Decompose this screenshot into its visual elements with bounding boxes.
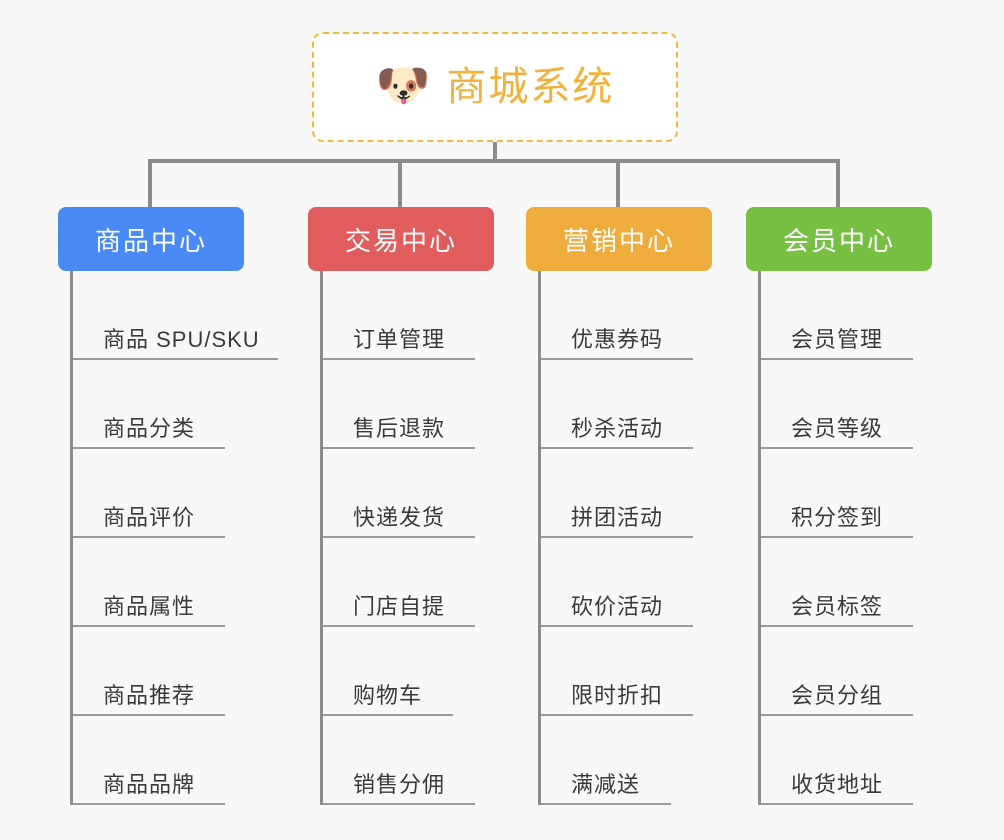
leaf-item-label: 门店自提 <box>353 594 446 619</box>
leaf-item-label: 购物车 <box>353 683 423 708</box>
leaf-item-label: 商品品牌 <box>103 772 196 797</box>
leaf-item-label: 积分签到 <box>791 505 884 530</box>
category-column-marketing-center: 营销中心优惠券码秒杀活动拼团活动砍价活动限时折扣满减送 <box>526 207 712 805</box>
leaf-item[interactable]: 会员管理 <box>761 271 932 360</box>
leaf-item-label: 商品分类 <box>103 416 196 441</box>
leaf-item-underline <box>73 358 278 360</box>
leaf-item-label: 商品属性 <box>103 594 196 619</box>
leaf-item-label: 限时折扣 <box>571 683 664 708</box>
root-node[interactable]: 🐶 商城系统 <box>312 32 678 142</box>
root-stem-connector <box>493 142 497 163</box>
leaf-item[interactable]: 拼团活动 <box>541 449 712 538</box>
leaf-item-underline <box>323 803 475 805</box>
leaf-item-underline <box>541 714 693 716</box>
leaf-item-underline <box>73 714 225 716</box>
leaf-item[interactable]: 商品 SPU/SKU <box>73 271 278 360</box>
leaf-item[interactable]: 商品分类 <box>73 360 244 449</box>
leaf-item[interactable]: 会员分组 <box>761 627 932 716</box>
leaf-item-label: 商品 SPU/SKU <box>103 327 260 352</box>
category-column-trade-center: 交易中心订单管理售后退款快递发货门店自提购物车销售分佣 <box>308 207 494 805</box>
leaf-item[interactable]: 收货地址 <box>761 716 932 805</box>
leaf-item-underline <box>761 358 913 360</box>
leaf-item[interactable]: 商品属性 <box>73 538 244 627</box>
leaf-item-underline <box>761 714 913 716</box>
leaf-list-marketing-center: 优惠券码秒杀活动拼团活动砍价活动限时折扣满减送 <box>538 271 712 805</box>
drop-connector-1 <box>148 159 152 209</box>
leaf-item-label: 会员分组 <box>791 683 884 708</box>
leaf-item-underline <box>73 536 225 538</box>
leaf-item-label: 商品推荐 <box>103 683 196 708</box>
category-column-product-center: 商品中心商品 SPU/SKU 商品分类商品评价商品属性商品推荐商品品牌 <box>58 207 278 805</box>
leaf-item-underline <box>323 625 475 627</box>
leaf-item[interactable]: 限时折扣 <box>541 627 712 716</box>
leaf-item-underline <box>323 358 475 360</box>
leaf-item-underline <box>323 447 475 449</box>
leaf-item[interactable]: 商品品牌 <box>73 716 244 805</box>
leaf-item[interactable]: 会员等级 <box>761 360 932 449</box>
leaf-item-underline <box>761 447 913 449</box>
leaf-item-label: 收货地址 <box>791 772 884 797</box>
leaf-item-underline <box>761 803 913 805</box>
leaf-item[interactable]: 会员标签 <box>761 538 932 627</box>
leaf-item-underline <box>541 536 693 538</box>
leaf-item[interactable]: 订单管理 <box>323 271 494 360</box>
leaf-list-product-center: 商品 SPU/SKU 商品分类商品评价商品属性商品推荐商品品牌 <box>70 271 278 805</box>
leaf-item-label: 会员等级 <box>791 416 884 441</box>
category-label: 商品中心 <box>94 225 207 256</box>
leaf-item[interactable]: 满减送 <box>541 716 712 805</box>
drop-connector-2 <box>398 159 402 209</box>
category-header-member-center[interactable]: 会员中心 <box>746 207 932 271</box>
leaf-item[interactable]: 商品推荐 <box>73 627 244 716</box>
drop-connector-4 <box>836 159 840 209</box>
category-header-marketing-center[interactable]: 营销中心 <box>526 207 712 271</box>
leaf-item-label: 优惠券码 <box>571 327 664 352</box>
leaf-item[interactable]: 销售分佣 <box>323 716 494 805</box>
category-header-trade-center[interactable]: 交易中心 <box>308 207 494 271</box>
leaf-list-trade-center: 订单管理售后退款快递发货门店自提购物车销售分佣 <box>320 271 494 805</box>
leaf-item-underline <box>761 536 913 538</box>
leaf-item-underline <box>73 625 225 627</box>
dog-face-icon: 🐶 <box>375 61 431 110</box>
root-title: 商城系统 <box>446 65 615 109</box>
leaf-item-underline <box>541 625 693 627</box>
leaf-item-label: 售后退款 <box>353 416 446 441</box>
leaf-item-label: 会员管理 <box>791 327 884 352</box>
leaf-item-underline <box>541 358 693 360</box>
leaf-item[interactable]: 积分签到 <box>761 449 932 538</box>
category-column-member-center: 会员中心会员管理会员等级积分签到会员标签会员分组收货地址 <box>746 207 932 805</box>
leaf-item-label: 销售分佣 <box>353 772 446 797</box>
drop-connector-3 <box>616 159 620 209</box>
leaf-item-label: 快递发货 <box>353 505 446 530</box>
leaf-list-member-center: 会员管理会员等级积分签到会员标签会员分组收货地址 <box>758 271 932 805</box>
horizontal-bus-connector <box>148 159 840 163</box>
leaf-item-label: 订单管理 <box>353 327 446 352</box>
leaf-item-label: 会员标签 <box>791 594 884 619</box>
leaf-item[interactable]: 快递发货 <box>323 449 494 538</box>
leaf-item[interactable]: 优惠券码 <box>541 271 712 360</box>
leaf-item-label: 秒杀活动 <box>571 416 664 441</box>
leaf-item[interactable]: 商品评价 <box>73 449 244 538</box>
leaf-item-label: 满减送 <box>571 772 641 797</box>
leaf-item-underline <box>541 803 671 805</box>
leaf-item-underline <box>73 803 225 805</box>
leaf-item[interactable]: 售后退款 <box>323 360 494 449</box>
category-label: 交易中心 <box>344 225 457 256</box>
leaf-item[interactable]: 秒杀活动 <box>541 360 712 449</box>
leaf-item-underline <box>323 536 475 538</box>
leaf-item[interactable]: 砍价活动 <box>541 538 712 627</box>
leaf-item[interactable]: 门店自提 <box>323 538 494 627</box>
leaf-item-label: 商品评价 <box>103 505 196 530</box>
leaf-item-underline <box>73 447 225 449</box>
category-header-product-center[interactable]: 商品中心 <box>58 207 244 271</box>
leaf-item-label: 拼团活动 <box>571 505 664 530</box>
leaf-item-label: 砍价活动 <box>571 594 664 619</box>
leaf-item[interactable]: 购物车 <box>323 627 494 716</box>
leaf-item-underline <box>761 625 913 627</box>
category-label: 会员中心 <box>782 225 895 256</box>
category-label: 营销中心 <box>562 225 675 256</box>
leaf-item-underline <box>541 447 693 449</box>
leaf-item-underline <box>323 714 453 716</box>
